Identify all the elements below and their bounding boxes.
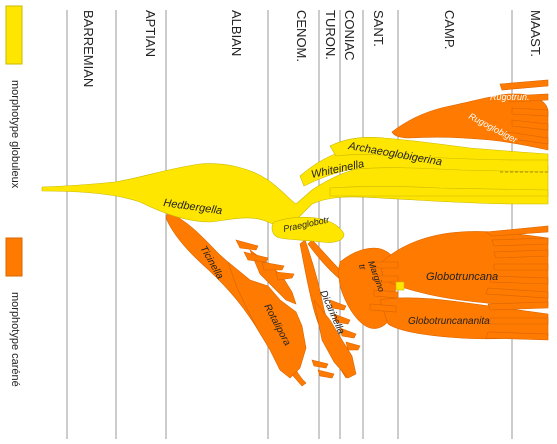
stage-label-sant: SANT. xyxy=(371,10,386,47)
label-rugotrun: Rugotrun. xyxy=(490,92,530,102)
stage-label-coniac: CONIAC xyxy=(342,10,357,61)
legend-label-keeled: morphotype caréné xyxy=(9,292,21,387)
globotruncananita-tips xyxy=(486,302,548,340)
label-globotruncana: Globotruncana xyxy=(426,271,498,283)
margino-yellow-marker xyxy=(396,282,404,290)
stage-label-cenom: CENOM. xyxy=(294,10,309,62)
stage-label-albian: ALBIAN xyxy=(229,10,244,56)
label-globotruncananita: Globotruncananita xyxy=(408,316,490,327)
legend-label-globular: morphotype globuleux xyxy=(9,80,21,189)
stage-label-barremian: BARREMIAN xyxy=(81,10,96,87)
legend: morphotype globuleux morphotype caréné xyxy=(6,6,22,387)
legend-swatch-globular xyxy=(6,6,22,64)
stage-label-maast: MAAST. xyxy=(528,10,543,57)
stage-labels: MAAST. CAMP. SANT. CONIAC TURON. CENOM. … xyxy=(81,10,543,87)
stage-label-turon: TURON. xyxy=(323,10,338,60)
stage-label-camp: CAMP. xyxy=(442,10,457,50)
stage-label-aptian: APTIAN xyxy=(143,10,158,57)
legend-swatch-keeled xyxy=(6,238,22,276)
